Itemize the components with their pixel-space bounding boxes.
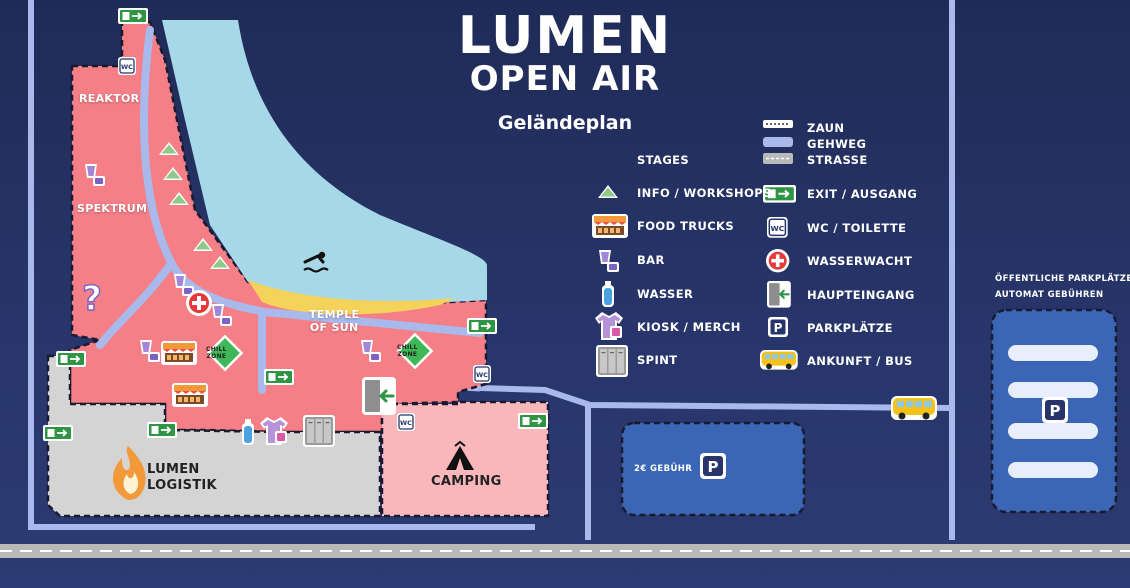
food-truck-icon: [172, 383, 208, 407]
legend-label-first-aid: WASSERWACHT: [807, 254, 913, 268]
title-line-1: LUMEN: [457, 6, 673, 66]
legend-icons: P: [592, 120, 798, 377]
svg-text:P: P: [1050, 402, 1061, 420]
chill-zone-line-1: CHILL: [206, 346, 227, 353]
svg-text:P: P: [774, 321, 783, 335]
bus-icon: [760, 350, 798, 370]
chill-zone-label: CHILL ZONE: [397, 344, 418, 358]
temple-line-1: TEMPLE: [309, 308, 360, 321]
bar-cup-icon: [599, 250, 619, 272]
chill-zone-line-2: ZONE: [397, 351, 418, 358]
water-bottle-icon: [602, 281, 614, 307]
swimmer-icon: [303, 251, 329, 273]
parking-lanes: [1008, 345, 1098, 478]
legend-label-merch: KIOSK / MERCH: [637, 320, 741, 334]
legend-label-parking: PARKPLÄTZE: [807, 321, 893, 335]
question-mark-icon: ?: [82, 279, 102, 319]
exit-sign-icon: [146, 421, 178, 439]
camping-tent-icon: [446, 440, 474, 470]
bus-icon: [891, 396, 937, 420]
legend-label-entrance: HAUPTEINGANG: [807, 288, 915, 302]
legend-label-bus: ANKUNFT / BUS: [807, 354, 913, 368]
temple-line-2: OF SUN: [309, 321, 359, 334]
main-entrance-icon: [765, 279, 792, 309]
site-title: LUMEN OPEN AIR Geländeplan: [420, 8, 710, 134]
area-label-camping: CAMPING: [431, 474, 502, 489]
food-truck-icon: [161, 341, 197, 365]
wc-icon: [472, 364, 492, 384]
flame-logo-icon: [112, 446, 146, 500]
inner-walkways: [96, 26, 484, 394]
chill-zone-line-1: CHILL: [397, 344, 418, 351]
wc-icon: [396, 412, 416, 432]
legend-label-exit: EXIT / AUSGANG: [807, 187, 918, 201]
wc-icon: [766, 216, 789, 239]
area-label-reaktor: REAKTOR: [79, 92, 140, 105]
legend-label-fence: ZAUN: [807, 121, 845, 135]
logistik-line-1: LUMEN: [147, 462, 200, 477]
locker-icon: [596, 345, 628, 377]
merch-shirt-icon: [595, 312, 623, 340]
legend-label-walkway: GEHWEG: [807, 137, 867, 151]
main-entrance-icon: [360, 375, 398, 417]
parking-icon: P: [768, 317, 788, 337]
exit-sign-icon: [55, 350, 87, 368]
subtitle: Geländeplan: [497, 112, 633, 134]
info-tent-icon: [598, 185, 618, 198]
area-label-spektrum: SPEKTRUM: [77, 202, 148, 215]
beach: [248, 280, 455, 315]
logistik-line-2: LOGISTIK: [147, 478, 217, 493]
exit-sign-icon: [466, 317, 498, 335]
wc-icon: [117, 56, 137, 76]
public-parking-line-1: ÖFFENTLICHE PARKPLÄTZE: [995, 274, 1130, 284]
street-line-icon: [763, 153, 793, 164]
area-label-temple-of-sun: TEMPLE OF SUN: [309, 308, 359, 334]
area-label-logistik: LUMEN LOGISTIK: [147, 462, 217, 494]
walkway-line-icon: [763, 137, 793, 147]
food-truck-icon: [592, 214, 628, 238]
legend-label-bar: BAR: [637, 253, 665, 267]
locker-icon: [303, 415, 335, 447]
exit-sign-icon: [117, 7, 149, 25]
public-parking-label: ÖFFENTLICHE PARKPLÄTZE AUTOMAT GEBÜHREN: [995, 271, 1130, 303]
exit-sign-icon: [263, 368, 295, 386]
lake: [162, 20, 487, 305]
legend-label-locker: SPINT: [637, 353, 678, 367]
svg-text:P: P: [708, 458, 719, 476]
chill-zone-label: CHILL ZONE: [206, 346, 227, 360]
exit-sign-icon: [42, 424, 74, 442]
parking-fee-label: 2€ GEBÜHR: [634, 464, 693, 474]
legend-label-info: INFO / WORKSHOPS: [637, 186, 772, 200]
legend-label-street: STRASSE: [807, 153, 868, 167]
legend-label-water: WASSER: [637, 287, 694, 301]
public-parking-line-2: AUTOMAT GEBÜHREN: [995, 290, 1104, 300]
parking-icon: P: [700, 453, 726, 479]
legend-label-food: FOOD TRUCKS: [637, 219, 735, 233]
first-aid-icon: [766, 249, 790, 273]
parking-icon: P: [1042, 397, 1068, 423]
exit-sign-icon: [517, 412, 549, 430]
legend-label-stages: STAGES: [637, 153, 690, 167]
title-line-2: OPEN AIR: [469, 59, 661, 99]
fence-line-icon: [763, 120, 793, 128]
first-aid-icon: [186, 290, 212, 316]
legend-label-wc: WC / TOILETTE: [807, 221, 907, 235]
chill-zone-line-2: ZONE: [206, 353, 227, 360]
